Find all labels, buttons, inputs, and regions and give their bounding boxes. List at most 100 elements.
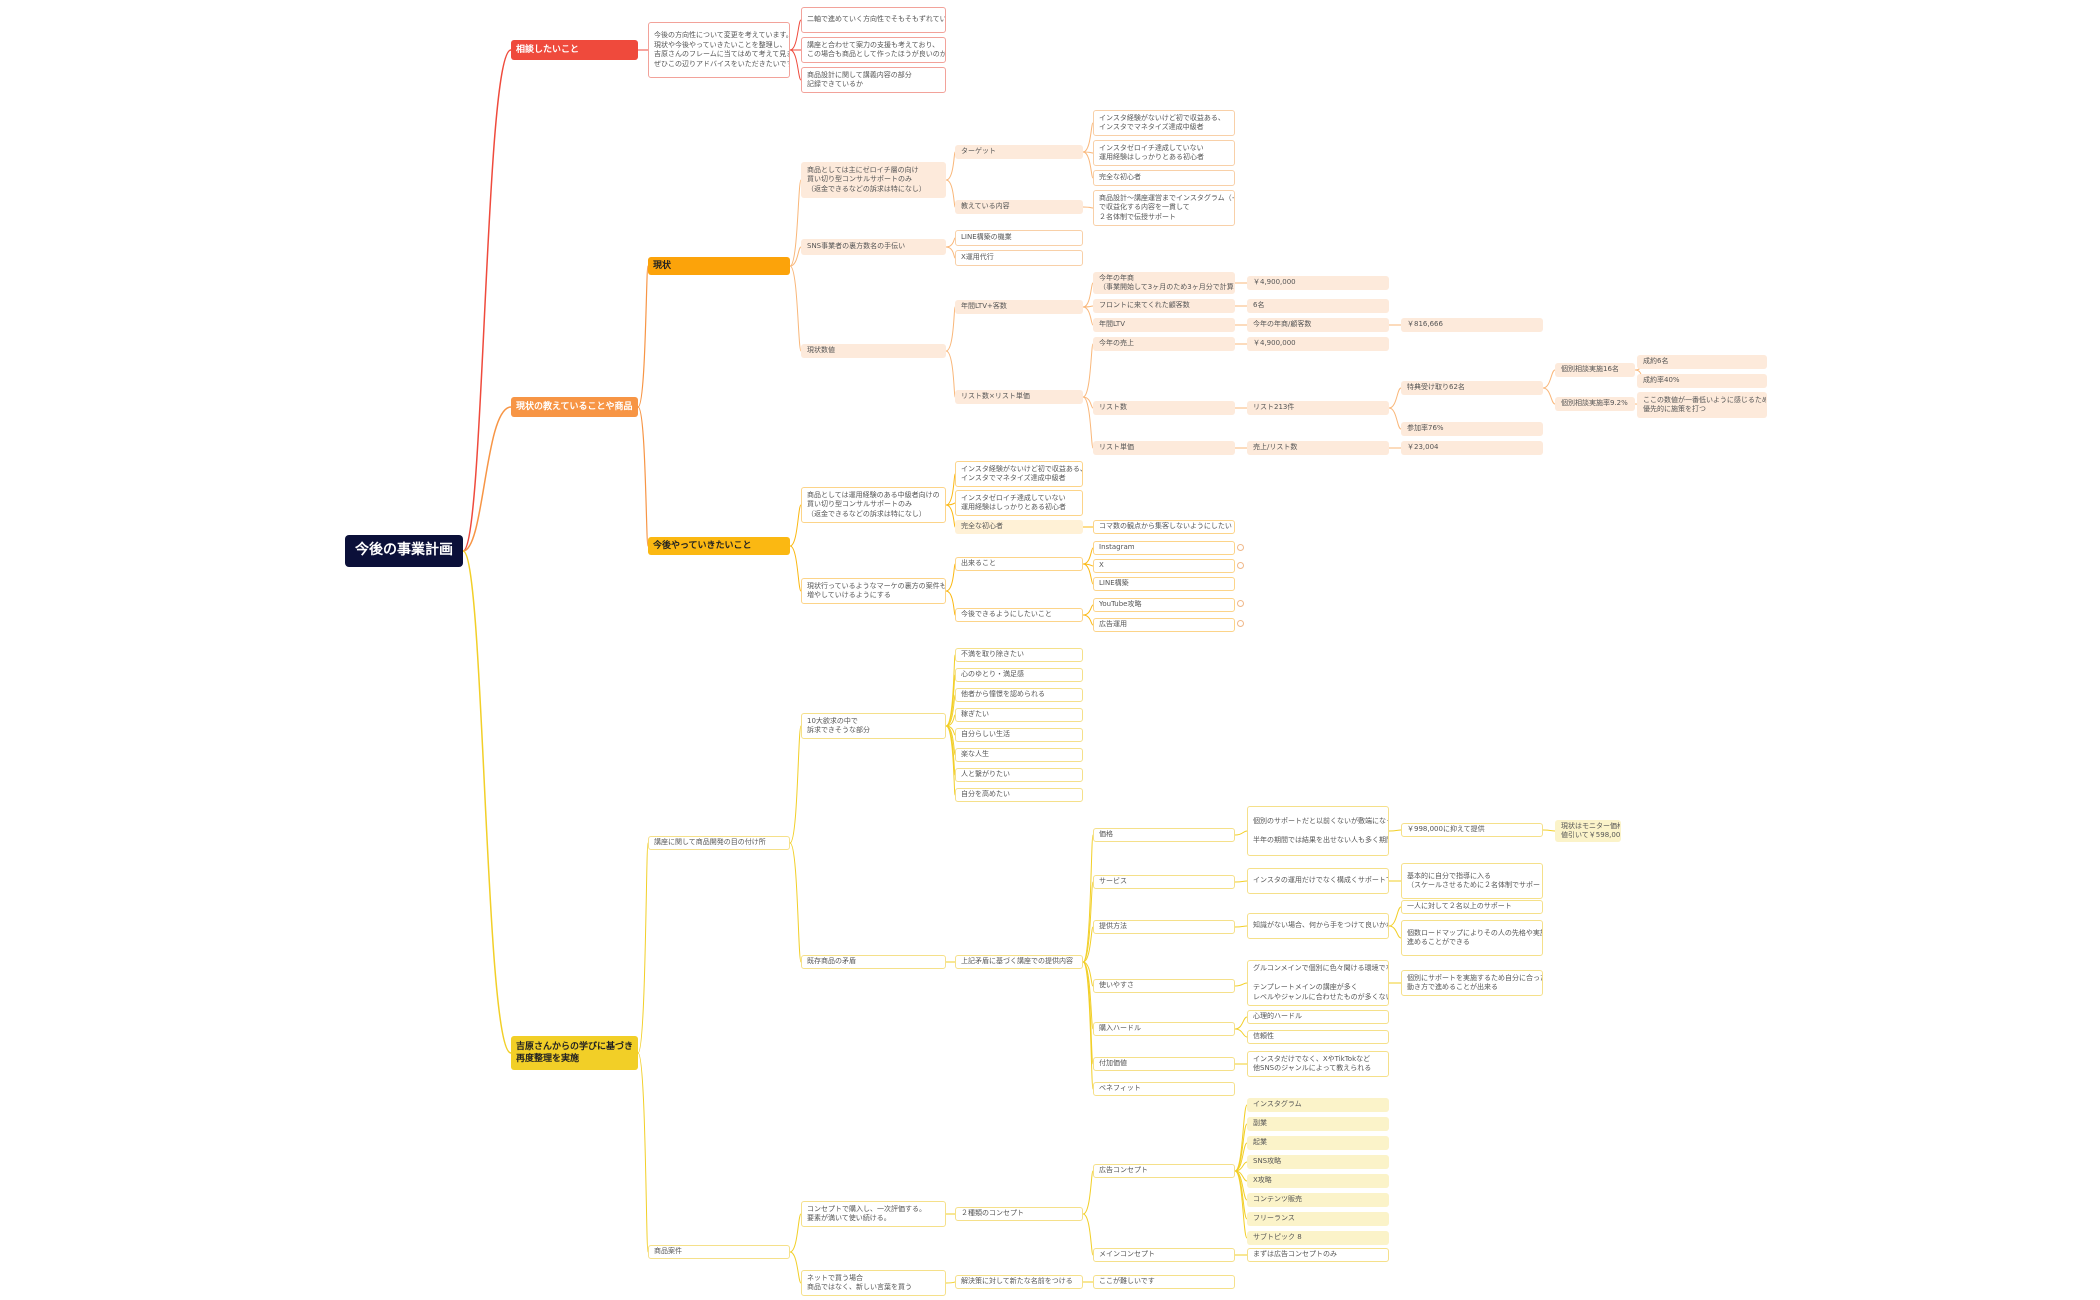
lrn-d7[interactable]: 人と繋がりたい bbox=[955, 768, 1083, 782]
cur-join[interactable]: 参加率76% bbox=[1401, 422, 1543, 436]
fut-t3[interactable]: 完全な初心者 bbox=[955, 520, 1083, 534]
cur-insight[interactable]: ここの数値が一番低いように感じるため、 優先的に施策を打つ bbox=[1637, 392, 1767, 418]
lrn-method[interactable]: 上記矛盾に基づく講座での提供内容 bbox=[955, 955, 1083, 969]
lrn-delivery[interactable]: 提供方法 bbox=[1093, 920, 1235, 934]
cur-ltvy[interactable]: 年間LTV bbox=[1093, 318, 1235, 332]
lrn-price-v[interactable]: ￥998,000に抑えて提供 bbox=[1401, 823, 1543, 837]
lrn-hard[interactable]: ここが難しいです bbox=[1093, 1275, 1235, 1289]
lrn-price-m[interactable]: 現状はモニター価格で 値引いて￥598,000 bbox=[1555, 820, 1621, 842]
lrn-desires[interactable]: 10大欲求の中で 訴求できそうな部分 bbox=[801, 713, 946, 739]
lrn-benefit[interactable]: ベネフィット bbox=[1093, 1082, 1235, 1096]
cur-crate[interactable]: 個別相談実施16名 bbox=[1555, 363, 1635, 377]
fut-w1[interactable]: YouTube攻略 bbox=[1093, 598, 1235, 612]
lrn-cases[interactable]: 商品案件 bbox=[648, 1245, 790, 1259]
cur-ltv-v[interactable]: ￥816,666 bbox=[1401, 318, 1543, 332]
fut-c3[interactable]: LINE構築 bbox=[1093, 577, 1235, 591]
cur-t2[interactable]: インスタゼロイチ達成していない 運用経験はしっかりとある初心者 bbox=[1093, 140, 1235, 166]
lrn-service-n[interactable]: インスタの運用だけでなく構成くサポートできる窓側者が多くない bbox=[1247, 868, 1389, 894]
branch-learning[interactable]: 吉原さんからの学びに基づき 再度整理を実施 bbox=[511, 1036, 638, 1070]
lrn-a4[interactable]: SNS攻略 bbox=[1247, 1155, 1389, 1169]
cur-annual-v[interactable]: ￥4,900,000 bbox=[1247, 276, 1389, 290]
fut-c1[interactable]: Instagram bbox=[1093, 541, 1235, 555]
cur-target[interactable]: ターゲット bbox=[955, 145, 1083, 159]
fut-offer[interactable]: 商品としては運用経験のある中級者向けの 買い切り型コンサルサポートのみ （返金で… bbox=[801, 487, 946, 523]
lrn-course[interactable]: 講座に関して商品開発の目の付け所 bbox=[648, 836, 790, 850]
cur-ltv[interactable]: 年間LTV+客数 bbox=[955, 300, 1083, 314]
lrn-d1[interactable]: 不満を取り除きたい bbox=[955, 648, 1083, 662]
cur-special[interactable]: 特典受け取り62名 bbox=[1401, 381, 1543, 395]
branch-consult[interactable]: 相談したいこと bbox=[511, 40, 638, 60]
lrn-service[interactable]: サービス bbox=[1093, 875, 1235, 889]
collapse-toggle-icon[interactable] bbox=[1237, 620, 1244, 627]
fut-t1[interactable]: インスタ経験がないけど初で収益ある、 インスタでマネタイズ達成中級者 bbox=[955, 461, 1083, 487]
lrn-deliv-n[interactable]: 知識がない場合、何から手をつけて良いかわからない中で個別のサポートが弱い bbox=[1247, 913, 1389, 939]
cur-teach[interactable]: 教えている内容 bbox=[955, 200, 1083, 214]
cur-line[interactable]: LINE構築の機業 bbox=[955, 230, 1083, 246]
lrn-service-d[interactable]: 基本的に自分で指導に入る （スケールさせるために２名体制でサポートしていく） bbox=[1401, 863, 1543, 899]
lrn-d3[interactable]: 他者から憧憬を認められる bbox=[955, 688, 1083, 702]
lrn-a6[interactable]: コンテンツ販売 bbox=[1247, 1193, 1389, 1207]
cur-front[interactable]: フロントに来てくれた顧客数 bbox=[1093, 299, 1235, 313]
fut-w2[interactable]: 広告運用 bbox=[1093, 618, 1235, 632]
consult-summary[interactable]: 今後の方向性について変更を考えています。 現状や今後やっていきたいことを整理し、… bbox=[648, 22, 790, 78]
lrn-hurdle[interactable]: 購入ハードル bbox=[1093, 1022, 1235, 1036]
cur-crate2[interactable]: 個別相談実施率9.2% bbox=[1555, 397, 1635, 411]
consult-q1[interactable]: 二軸で進めていく方向性でそもそもずれていないか bbox=[801, 7, 946, 33]
fut-work[interactable]: 現状行っているようなマーケの裏方の案件も 増やしていけるようにする bbox=[801, 578, 946, 604]
cur-listc[interactable]: リスト数 bbox=[1093, 401, 1235, 415]
lrn-existing[interactable]: 既存商品の矛盾 bbox=[801, 955, 946, 969]
cur-front-v[interactable]: 6名 bbox=[1247, 299, 1389, 313]
cur-teach-d[interactable]: 商品設計〜講座運営までインスタグラム（+X） で収益化する内容を一貫して ２名体… bbox=[1093, 190, 1235, 226]
collapse-toggle-icon[interactable] bbox=[1237, 600, 1244, 607]
lrn-two[interactable]: ２種類のコンセプト bbox=[955, 1207, 1083, 1221]
cur-unit-c[interactable]: 売上/リスト数 bbox=[1247, 441, 1389, 455]
lrn-ad[interactable]: 広告コンセプト bbox=[1093, 1164, 1235, 1178]
lrn-net[interactable]: ネットで買う場合 商品ではなく、新しい言葉を買う bbox=[801, 1270, 946, 1296]
branch-products[interactable]: 現状の教えていることや商品 bbox=[511, 397, 638, 417]
lrn-a3[interactable]: 起業 bbox=[1247, 1136, 1389, 1150]
lrn-d6[interactable]: 楽な人生 bbox=[955, 748, 1083, 762]
cur-ltv-c[interactable]: 今年の年商/顧客数 bbox=[1247, 318, 1389, 332]
cur-annual[interactable]: 今年の年商 （事業開始して3ヶ月のため3ヶ月分で計算） bbox=[1093, 272, 1235, 294]
cur-sales-v[interactable]: ￥4,900,000 bbox=[1247, 337, 1389, 351]
consult-q2[interactable]: 講座と合わせて案力の支援も考えており、 この場合も商品として作ったほうが良いのか bbox=[801, 37, 946, 63]
lrn-main[interactable]: メインコンセプト bbox=[1093, 1248, 1235, 1262]
lrn-a7[interactable]: フリーランス bbox=[1247, 1212, 1389, 1226]
fut-t2[interactable]: インスタゼロイチ達成していない 運用経験はしっかりとある初心者 bbox=[955, 490, 1083, 516]
lrn-price[interactable]: 価格 bbox=[1093, 828, 1235, 842]
cur-crate-p[interactable]: 成約率40% bbox=[1637, 374, 1767, 388]
cur-unit-v[interactable]: ￥23,004 bbox=[1401, 441, 1543, 455]
lrn-hurdle2[interactable]: 信頼性 bbox=[1247, 1030, 1389, 1044]
branch-future[interactable]: 今後やっていきたいこと bbox=[648, 537, 790, 555]
root-topic[interactable]: 今後の事業計画 bbox=[345, 535, 463, 567]
lrn-price-n[interactable]: 個別のサポートだと以前くないが敷端になってまでいる 半年の期間では結果を出せない… bbox=[1247, 806, 1389, 856]
lrn-ease-n[interactable]: グルコンメインで個別に色々聞ける環境でない テンプレートメインの講座が多く レベ… bbox=[1247, 960, 1389, 1006]
lrn-deliv-d2[interactable]: 個数ロードマップによりその人の先格や実施していきたい内容に沿って 進めることがで… bbox=[1401, 920, 1543, 956]
lrn-a1[interactable]: インスタグラム bbox=[1247, 1098, 1389, 1112]
cur-unit[interactable]: リスト単価 bbox=[1093, 441, 1235, 455]
cur-t3[interactable]: 完全な初心者 bbox=[1093, 170, 1235, 186]
lrn-deliv-d1[interactable]: 一人に対して２名以上のサポート bbox=[1401, 900, 1543, 914]
lrn-main-n[interactable]: まずは広告コンセプトのみ bbox=[1247, 1248, 1389, 1262]
lrn-ease-d[interactable]: 個別にサポートを実施するため自分に合った 動き方で進めることが出来る bbox=[1401, 970, 1543, 996]
cur-list[interactable]: リスト数×リスト単価 bbox=[955, 390, 1083, 404]
lrn-d8[interactable]: 自分を高めたい bbox=[955, 788, 1083, 802]
cur-offer[interactable]: 商品としては主にゼロイチ層の向け 買い切り型コンサルサポートのみ （返金できるな… bbox=[801, 162, 946, 198]
lrn-solution[interactable]: 解決策に対して新たな名前をつける bbox=[955, 1275, 1083, 1289]
collapse-toggle-icon[interactable] bbox=[1237, 544, 1244, 551]
cur-numbers[interactable]: 現状数値 bbox=[801, 344, 946, 358]
fut-want[interactable]: 今後できるようにしたいこと bbox=[955, 608, 1083, 622]
cur-x[interactable]: X運用代行 bbox=[955, 250, 1083, 266]
collapse-toggle-icon[interactable] bbox=[1237, 562, 1244, 569]
lrn-addon-n[interactable]: インスタだけでなく、XやTikTokなど 他SNSのジャンルによって教えられる bbox=[1247, 1051, 1389, 1077]
lrn-ease[interactable]: 使いやすさ bbox=[1093, 979, 1235, 993]
fut-t3n[interactable]: コマ数の観点から集客しないようにしたい bbox=[1093, 520, 1235, 534]
cur-sns[interactable]: SNS事業者の裏方数名の手伝い bbox=[801, 239, 946, 255]
lrn-hurdle1[interactable]: 心理的ハードル bbox=[1247, 1010, 1389, 1024]
lrn-d4[interactable]: 稼ぎたい bbox=[955, 708, 1083, 722]
lrn-addon[interactable]: 付加価値 bbox=[1093, 1057, 1235, 1071]
fut-c2[interactable]: X bbox=[1093, 559, 1235, 573]
cur-t1[interactable]: インスタ経験がないけど初で収益ある、 インスタでマネタイズ達成中級者 bbox=[1093, 110, 1235, 136]
fut-can[interactable]: 出来ること bbox=[955, 557, 1083, 571]
consult-q3[interactable]: 商品設計に関して講義内容の部分 記録できているか bbox=[801, 67, 946, 93]
